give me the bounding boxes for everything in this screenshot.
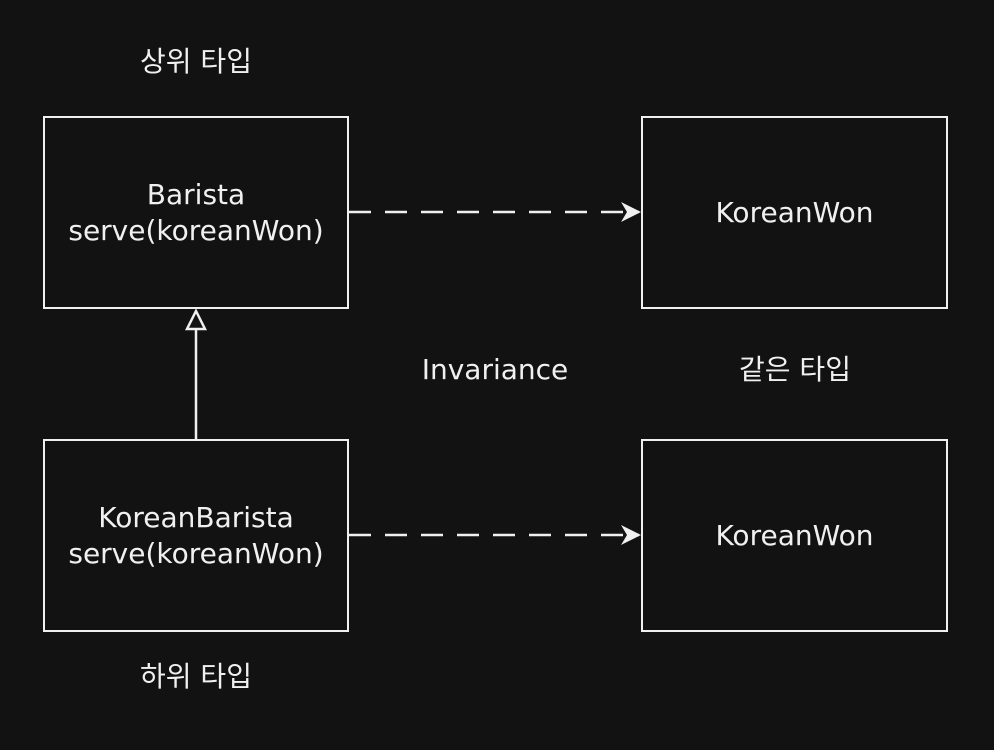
supertype-label: 상위 타입 bbox=[140, 45, 252, 78]
same-type-label: 같은 타입 bbox=[739, 353, 851, 386]
barista-method: serve(koreanWon) bbox=[68, 213, 324, 247]
barista-class-name: Barista bbox=[146, 177, 246, 211]
korean-won-name-top: KoreanWon bbox=[715, 195, 874, 229]
korean-barista-class-name: KoreanBarista bbox=[98, 500, 294, 534]
korean-won-box-bottom: KoreanWon bbox=[641, 439, 948, 632]
barista-class-box: Barista serve(koreanWon) bbox=[43, 116, 349, 309]
invariance-label: Invariance bbox=[421, 353, 569, 386]
korean-barista-method: serve(koreanWon) bbox=[68, 536, 324, 570]
subtype-label: 하위 타입 bbox=[140, 660, 252, 693]
inheritance-arrowhead-icon bbox=[184, 308, 208, 331]
korean-won-box-top: KoreanWon bbox=[641, 116, 948, 309]
korean-won-name-bottom: KoreanWon bbox=[715, 518, 874, 552]
korean-barista-class-box: KoreanBarista serve(koreanWon) bbox=[43, 439, 349, 632]
